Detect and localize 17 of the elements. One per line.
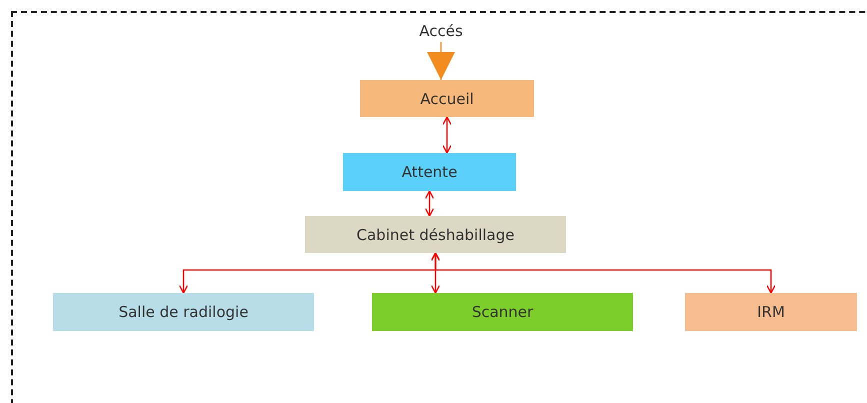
room-box xyxy=(685,293,857,331)
room-box xyxy=(343,153,516,191)
room-label: Scanner xyxy=(472,303,534,321)
room-label: Attente xyxy=(402,163,458,181)
double-arrow xyxy=(442,116,452,154)
entry-arrow xyxy=(427,42,455,80)
room-box xyxy=(53,293,314,331)
entry-label: Accés xyxy=(419,22,463,40)
room-label: Cabinet déshabillage xyxy=(356,226,514,244)
room-label: Salle de radilogie xyxy=(118,303,248,321)
room-box xyxy=(305,216,566,253)
double-arrow xyxy=(424,190,434,217)
room-label: IRM xyxy=(757,303,785,321)
double-arrow xyxy=(430,252,776,294)
room-label: Accueil xyxy=(420,90,474,108)
room-box xyxy=(360,80,534,117)
room-box xyxy=(372,293,633,331)
